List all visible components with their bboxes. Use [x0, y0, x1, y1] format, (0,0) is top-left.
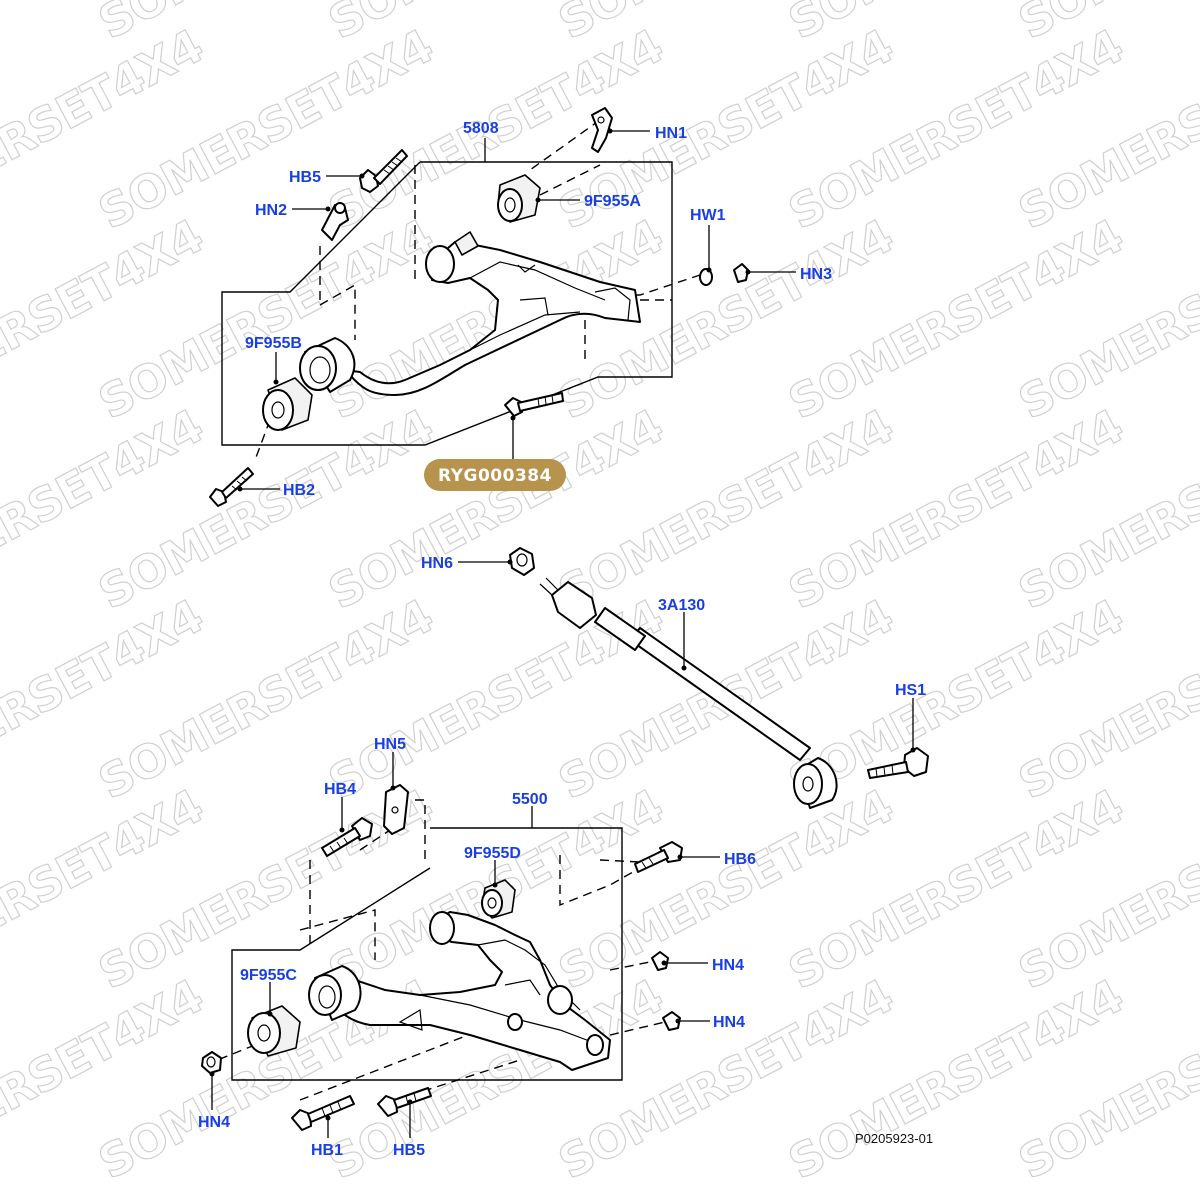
bush-9f955c — [247, 1005, 301, 1057]
bolt-hb1 — [291, 1095, 355, 1131]
callout-9f955b: 9F955B — [245, 335, 302, 352]
clip-hn5 — [383, 784, 409, 835]
bolt-hb6 — [634, 841, 683, 873]
callout-hb1: HB1 — [311, 1142, 343, 1159]
callout-9f955c: 9F955C — [240, 967, 297, 984]
callout-hb2: HB2 — [283, 482, 315, 499]
bolt-hb5-bottom — [377, 1087, 432, 1117]
bush-9f955a — [497, 174, 541, 223]
bolt-hb5-top — [359, 149, 408, 193]
callout-9f955a: 9F955A — [584, 193, 641, 210]
callout-hb4: HB4 — [324, 781, 356, 798]
lower-arm-ball-joint — [547, 985, 573, 1015]
callout-hn4-upper: HN4 — [712, 957, 744, 974]
callout-hn6: HN6 — [421, 555, 453, 572]
callout-3a130: 3A130 — [658, 597, 705, 614]
callout-hb5-top: HB5 — [289, 169, 321, 186]
callouts: 5808 HN1 HB5 9F955A HN2 HW1 HN3 9F955B H — [198, 120, 926, 1159]
lower-arm-front-eye — [429, 911, 455, 945]
clip-hn2 — [321, 202, 349, 241]
upper-arm-body — [344, 241, 641, 396]
callout-hn4-lower-right: HN4 — [713, 1014, 745, 1031]
upper-arm-dash-lines — [254, 119, 701, 461]
bush-9f955d — [481, 879, 516, 919]
lower-arm-frame — [231, 827, 623, 1081]
callout-5500: 5500 — [512, 791, 548, 808]
callout-hn4-left: HN4 — [198, 1114, 230, 1131]
callout-hb5-bottom: HB5 — [393, 1142, 425, 1159]
bracket-hn1 — [591, 107, 613, 153]
upper-arm-assembly — [209, 107, 749, 507]
bolt-hs1 — [867, 747, 929, 779]
track-rod-inner-joint — [551, 581, 597, 629]
track-rod-sleeve — [594, 607, 646, 651]
lower-arm-dash-lines — [204, 799, 666, 1106]
upper-arm-front-eye — [425, 245, 455, 283]
lower-arm-assembly — [201, 784, 683, 1131]
bolt-hb2 — [209, 467, 254, 507]
callout-hw1: HW1 — [690, 207, 726, 224]
nut-hn4-left — [201, 1051, 222, 1074]
bush-9f955b — [262, 377, 313, 431]
callout-hn1: HN1 — [655, 125, 687, 142]
callout-hs1: HS1 — [895, 682, 926, 699]
bolt-hb4 — [321, 817, 373, 857]
upper-arm-frame — [221, 161, 673, 446]
callout-hb6: HB6 — [724, 851, 756, 868]
washer-hw1 — [699, 268, 713, 286]
part-number-badge — [424, 459, 566, 491]
callout-9f955d: 9F955D — [464, 845, 521, 862]
callout-5808: 5808 — [463, 120, 499, 137]
track-rod-assembly — [509, 547, 929, 809]
nut-hn6 — [509, 547, 535, 576]
bolt-ryg000384 — [504, 392, 564, 417]
callout-hn5: HN5 — [374, 736, 406, 753]
drawing-reference: P0205923-01 — [855, 1131, 933, 1146]
callout-hn3: HN3 — [800, 266, 832, 283]
callout-hn2: HN2 — [255, 202, 287, 219]
nut-hn3 — [733, 263, 749, 283]
badge-label: RYG000384 — [438, 466, 552, 486]
